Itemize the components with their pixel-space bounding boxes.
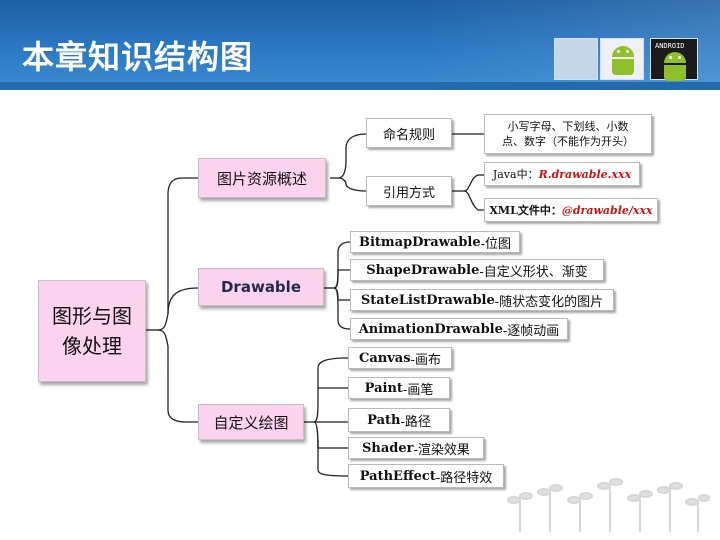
node-name: Canvas: [359, 350, 411, 366]
node-desc: -随状态变化的图片: [494, 294, 604, 310]
node-name: PathEffect: [359, 468, 436, 484]
node-label: 引用方式: [382, 185, 435, 201]
plants-decoration-icon: [507, 478, 710, 532]
root-line-1: 图形与图: [52, 304, 132, 328]
node-desc: -逐帧动画: [502, 323, 560, 339]
node-name: AnimationDrawable: [358, 321, 503, 337]
node-desc: -画笔: [402, 382, 434, 398]
leaf-prefix: XML文件中：: [489, 204, 562, 217]
blank-thumbnail: [554, 38, 598, 80]
banner-stripe: [0, 82, 720, 90]
android-logo-icon: [600, 38, 644, 80]
leaf-value: @drawable/xxx: [561, 203, 653, 217]
branch-label: 图片资源概述: [216, 169, 307, 188]
shapedrawable-node: ShapeDrawable -自定义形状、渐变: [350, 259, 604, 281]
root-node: 图形与图 像处理: [38, 280, 146, 382]
paint-node: Paint -画笔: [348, 377, 450, 399]
leaf-line-1: 小写字母、下划线、小数: [507, 120, 629, 133]
statelistdrawable-node: StateListDrawable -随状态变化的图片: [350, 289, 614, 311]
patheffect-node: PathEffect -路径特效: [348, 464, 504, 488]
node-desc: -自定义形状、渐变: [479, 264, 588, 280]
branch-label: 自定义绘图: [213, 413, 289, 432]
bitmapdrawable-node: BitmapDrawable -位图: [350, 231, 520, 253]
canvas-node: Canvas -画布: [348, 347, 452, 369]
node-name: Path: [367, 412, 401, 428]
node-name: BitmapDrawable: [358, 234, 481, 250]
path-node: Path -路径: [348, 408, 450, 432]
animationdrawable-node: AnimationDrawable -逐帧动画: [350, 318, 568, 340]
node-name: Paint: [364, 380, 403, 396]
node-desc: -路径特效: [435, 470, 493, 486]
naming-rules-node: 命名规则: [366, 118, 452, 148]
node-desc: -画布: [410, 352, 441, 368]
naming-rules-leaf: 小写字母、下划线、小数 点、数字（不能作为开头）: [484, 114, 652, 154]
root-line-2: 像处理: [62, 334, 122, 358]
node-desc: -路径: [400, 414, 431, 430]
leaf-prefix: Java中：: [492, 168, 539, 181]
header-banner: 本章知识结构图 ANDROID: [0, 0, 720, 90]
android-dark-logo-icon: ANDROID: [650, 38, 698, 81]
leaf-value: R.drawable.xxx: [538, 167, 632, 181]
leaf-line-2: 点、数字（不能作为开头）: [502, 135, 634, 148]
branch-image-resources: 图片资源概述: [198, 158, 326, 198]
node-desc: -渲染效果: [413, 442, 470, 458]
thumb-label: ANDROID: [655, 42, 685, 50]
shader-node: Shader -渲染效果: [348, 437, 484, 459]
branch-label: Drawable: [220, 278, 301, 296]
reference-methods-node: 引用方式: [366, 176, 452, 206]
node-name: ShapeDrawable: [366, 262, 480, 278]
branch-drawable: Drawable: [198, 268, 324, 306]
xml-reference-leaf: XML文件中： @drawable/xxx: [484, 198, 658, 222]
node-label: 命名规则: [382, 127, 435, 143]
branch-custom-drawing: 自定义绘图: [198, 404, 304, 440]
page-title: 本章知识结构图: [22, 38, 254, 76]
java-reference-leaf: Java中： R.drawable.xxx: [484, 162, 640, 186]
node-name: StateListDrawable: [360, 292, 495, 308]
node-name: Shader: [362, 440, 414, 456]
node-desc: -位图: [480, 236, 512, 252]
